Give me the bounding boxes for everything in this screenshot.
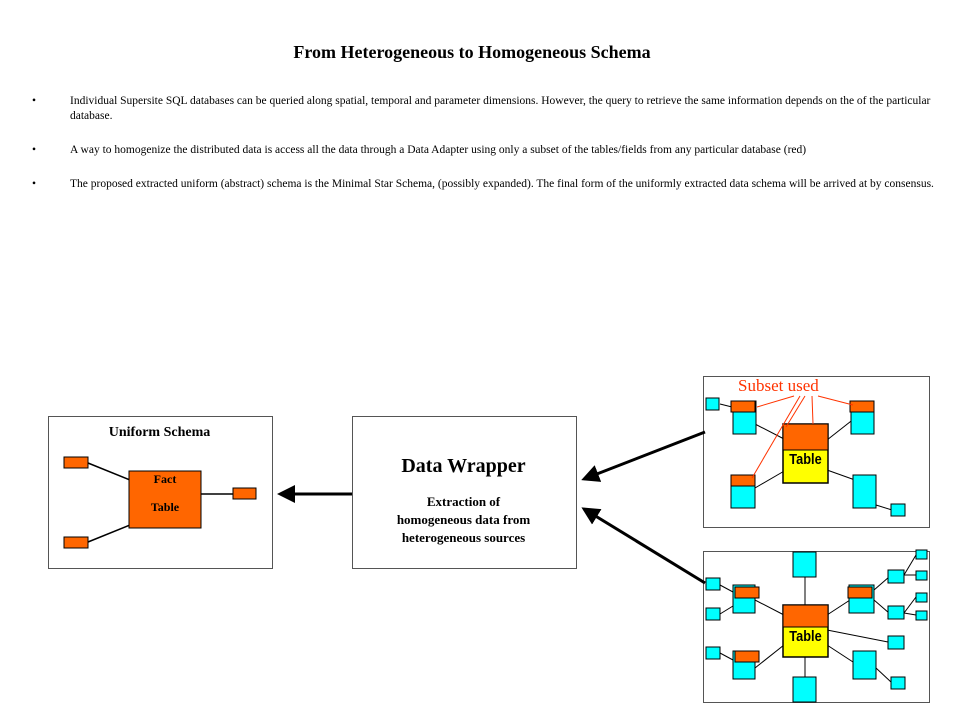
bullet-dot: • (32, 95, 37, 107)
dimension-table-rect (63, 456, 89, 469)
bullet-text: The proposed extracted uniform (abstract… (70, 178, 934, 190)
bullet-list: • Individual Supersite SQL databases can … (30, 94, 935, 211)
data-wrapper-desc-line1: Extraction of (426, 494, 501, 509)
fact-table-label-line1: Fact (153, 472, 177, 486)
bullet-item: • A way to homogenize the distributed dat… (30, 143, 935, 158)
bullet-item: • Individual Supersite SQL databases can … (30, 94, 935, 124)
subset-used-label: Subset used (738, 376, 819, 395)
data-wrapper-title: Data Wrapper (401, 455, 526, 477)
uniform-schema-title: Uniform Schema (108, 425, 211, 440)
table-label-bottom: Table (789, 628, 822, 645)
arrow-db-top-to-wrapper (581, 430, 706, 482)
bullet-text: A way to homogenize the distributed data… (70, 144, 807, 156)
fact-table-label-line2: Table (150, 500, 180, 514)
subset-pointer-lines (751, 395, 854, 479)
dimension-table-rect (232, 487, 257, 500)
uniform-star-schema (63, 456, 257, 549)
table-label-top: Table (789, 451, 822, 468)
bullet-text: Individual Supersite SQL databases can b… (70, 95, 931, 122)
page-title: From Heterogeneous to Homogeneous Schema (293, 42, 651, 62)
bullet-dot: • (32, 178, 37, 190)
data-wrapper-desc-line2: homogeneous data from (396, 512, 531, 527)
database-bottom-schema (705, 549, 928, 703)
database-top-schema (705, 397, 906, 517)
fact-table-rect (128, 470, 202, 529)
dimension-table-rect (63, 536, 89, 549)
arrow-db-bottom-to-wrapper (581, 507, 706, 585)
data-wrapper-desc-line3: heterogeneous sources (401, 530, 526, 545)
bullet-item: • The proposed extracted uniform (abstrac… (30, 177, 935, 192)
bullet-dot: • (32, 144, 37, 156)
data-wrapper-box (352, 416, 577, 569)
